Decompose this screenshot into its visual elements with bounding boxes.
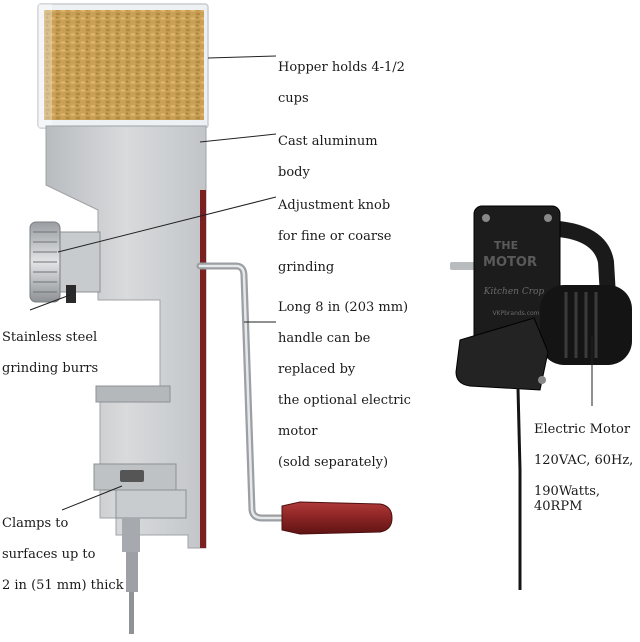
label-motor-line-3: 190Watts, 40RPM <box>534 483 601 515</box>
label-body-line-2: body <box>278 164 310 180</box>
label-motor: Electric Motor 120VAC, 60Hz, 190Watts, 4… <box>534 406 640 530</box>
adjustment-knob <box>29 221 101 303</box>
leader-clamps <box>61 485 123 511</box>
label-body: Cast aluminum body <box>278 118 378 196</box>
motor-url-text: VKPbrands.com <box>492 310 539 317</box>
label-knob-line-3: grinding <box>278 259 335 275</box>
leader-hopper <box>207 55 277 59</box>
power-cord <box>516 387 522 590</box>
label-handle-line-4: the optional electric <box>278 392 411 408</box>
label-hopper: Hopper holds 4-1/2 cups <box>278 44 405 122</box>
label-knob-line-1: Adjustment knob <box>278 197 391 213</box>
grain-fill <box>44 10 204 120</box>
label-handle: Long 8 in (203 mm) handle can be replace… <box>278 284 411 486</box>
leader-knob <box>57 196 277 253</box>
clamp-screw <box>126 552 138 592</box>
electric-motor: THE MOTOR Kitchen Crop VKPbrands.com <box>450 205 632 590</box>
label-handle-line-2: handle can be <box>278 330 371 346</box>
motor-script-text: Kitchen Crop <box>483 287 545 297</box>
label-handle-line-1: Long 8 in (203 mm) <box>278 299 409 315</box>
burr-gap <box>66 285 76 303</box>
label-body-line-1: Cast aluminum <box>278 133 378 149</box>
label-clamps: Clamps to surfaces up to 2 in (51 mm) th… <box>2 500 124 609</box>
label-handle-line-3: replaced by <box>278 361 356 377</box>
label-handle-line-5: motor <box>278 423 318 439</box>
hopper <box>37 3 209 129</box>
label-burrs: Stainless steel grinding burrs <box>2 314 98 392</box>
handle-grip <box>281 501 393 535</box>
clamp <box>93 385 187 634</box>
label-motor-line-2: 120VAC, 60Hz, <box>534 452 634 468</box>
leader-burrs <box>29 294 71 311</box>
label-hopper-line-2: cups <box>278 90 309 106</box>
motor-brand-bottom: MOTOR <box>483 255 537 270</box>
leader-lines <box>29 55 593 511</box>
label-handle-line-6: (sold separately) <box>278 454 389 470</box>
label-motor-line-1: Electric Motor <box>534 421 631 437</box>
motor-brand-top: THE <box>494 239 518 252</box>
label-burrs-line-2: grinding burrs <box>2 360 99 376</box>
label-hopper-line-1: Hopper holds 4-1/2 <box>278 59 405 75</box>
body-edge-accent <box>200 190 206 548</box>
label-clamps-line-1: Clamps to <box>2 515 69 531</box>
label-clamps-line-3: 2 in (51 mm) thick <box>2 577 124 593</box>
label-knob: Adjustment knob for fine or coarse grind… <box>278 182 391 291</box>
label-clamps-line-2: surfaces up to <box>2 546 96 562</box>
label-knob-line-2: for fine or coarse <box>278 228 392 244</box>
leader-body <box>199 133 277 143</box>
crank-handle <box>196 262 296 522</box>
motor-base <box>455 317 549 391</box>
label-burrs-line-1: Stainless steel <box>2 329 98 345</box>
motor-shaft <box>450 262 478 270</box>
